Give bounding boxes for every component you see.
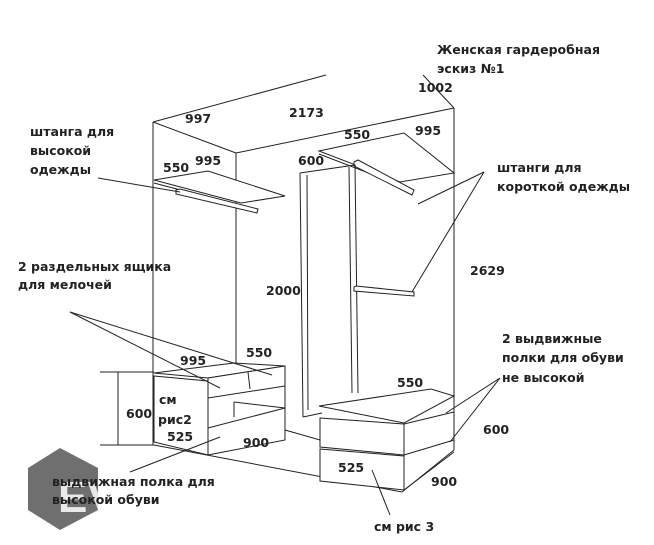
leader-lines <box>69 171 501 516</box>
shoe-unit <box>318 388 456 491</box>
dim-drawer-height: 600 <box>126 406 152 421</box>
label-see-fig2-1: см <box>159 392 177 407</box>
label-rods-short-2: короткой одежды <box>497 179 630 194</box>
dim-left-shelf-width: 995 <box>195 153 221 168</box>
label-see-fig2-2: рис2 <box>158 412 192 427</box>
dim-drawer-front-width: 900 <box>243 435 269 450</box>
label-shoe-low-3: не высокой <box>502 370 585 385</box>
left-shelf <box>153 170 286 214</box>
label-rods-short-1: штанги для <box>497 160 582 175</box>
label-drawers-1: 2 раздельных ящика <box>18 259 171 274</box>
dim-height: 2629 <box>470 263 505 278</box>
dim-right-shelf-width: 995 <box>415 123 441 138</box>
label-drawers-2: для мелочей <box>18 277 112 292</box>
dim-door-width: 600 <box>298 153 324 168</box>
evo-logo: EVO <box>28 448 151 530</box>
label-see-fig3: см рис 3 <box>374 519 434 534</box>
dim-top-left-depth: 997 <box>185 111 211 126</box>
dimension-600 <box>100 371 154 446</box>
label-rod-tall-3: одежды <box>30 162 91 177</box>
dim-top-right-depth: 1002 <box>418 80 453 95</box>
door-frame <box>299 164 415 418</box>
label-shoe-low-2: полки для обуви <box>502 350 624 365</box>
label-shoe-tall-1: выдвижная полка для <box>52 474 215 489</box>
label-shoe-tall-2: высокой обуви <box>52 492 160 507</box>
logo-text: EVO <box>58 473 151 522</box>
dim-total-width: 2173 <box>289 105 324 120</box>
dim-drawer-width: 995 <box>180 353 206 368</box>
label-rod-tall-1: штанга для <box>30 124 114 139</box>
dim-drawer-inner-depth: 525 <box>167 429 193 444</box>
right-shelf <box>317 132 456 196</box>
dim-left-shelf-depth: 550 <box>163 160 189 175</box>
dim-shoe-inner-depth: 525 <box>338 460 364 475</box>
logo-hexagon <box>28 448 98 530</box>
dim-shoe-shelf-depth: 550 <box>397 375 423 390</box>
label-shoe-low-1: 2 выдвижные <box>502 331 602 346</box>
dim-right-shelf-depth: 550 <box>344 127 370 142</box>
dim-door-height: 2000 <box>266 283 301 298</box>
dim-shoe-width: 900 <box>431 474 457 489</box>
drawer-unit <box>153 362 286 456</box>
title-line-2: эскиз №1 <box>437 61 504 76</box>
title-line-1: Женская гардеробная <box>437 42 600 57</box>
dim-shoe-height: 600 <box>483 422 509 437</box>
label-rod-tall-2: высокой <box>30 143 91 158</box>
dim-drawer-depth: 550 <box>246 345 272 360</box>
